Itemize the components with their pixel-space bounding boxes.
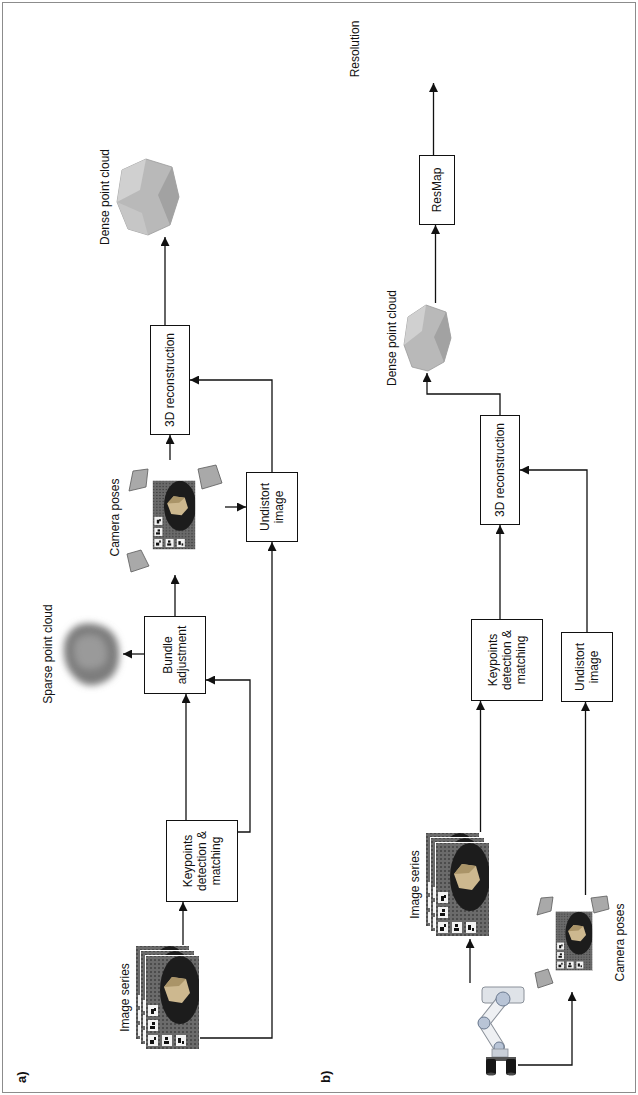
camera-poses-figure [127,550,149,572]
robot-arm [506,1059,516,1075]
dense-cloud [404,305,451,371]
process-box: 3D reconstruction [150,325,190,435]
arrow-connector [225,506,246,507]
panel-label: a) [14,1071,29,1083]
dense-cloud [404,305,451,371]
robot-arm [478,1017,490,1029]
camera-poses-figure [127,465,222,572]
dense-cloud [158,167,179,225]
figure-node: Image series [425,832,490,937]
arrow-connector [433,83,434,155]
dense-cloud [404,305,426,345]
image-stack [425,832,490,937]
arrow-connector [435,225,436,303]
box-label: Undistort image [258,478,286,536]
box-label: 3D reconstruction [163,333,177,427]
camera-poses-figure [152,480,196,550]
figure-node: Sparse point cloud [58,618,123,690]
process-box: Undistort image [246,472,298,542]
arrow-connector [206,680,250,832]
sparse-cloud [64,623,119,685]
camera-poses-figure [198,465,222,489]
figure-node: Image series [135,945,200,1050]
figure-label: Image series [118,963,132,1032]
figure-node: Dense point cloud [115,157,180,237]
robot-arm [492,1049,508,1057]
figure-node: Camera poses [535,895,610,990]
camera-poses-figure [591,896,609,913]
box-label: 3D reconstruction [493,423,507,517]
robot-arm [487,1073,495,1076]
process-box: Keypoints detection & matching [471,619,543,701]
box-label: Keypoints detection & matching [486,625,528,695]
figure-label: Dense point cloud [385,290,399,386]
image-stack [435,842,490,937]
arrow-connector [427,373,500,415]
process-box: Bundle adjustment [144,616,206,694]
arrow-connector [585,702,586,895]
robot-arm [496,992,510,1006]
panel-label: b) [318,1071,333,1083]
robot-leader-arrows [469,939,470,983]
figure-label: Resolution [348,21,362,78]
figure-label: Camera poses [108,478,122,556]
process-box: Undistort image [561,632,613,702]
figure-node: Resolution [348,15,448,83]
arrow-connector [123,653,144,654]
dense-cloud [117,159,146,202]
camera-poses-figure [535,969,553,988]
figure-label: Image series [408,850,422,919]
arrow-connector [174,575,175,616]
dense-cloud [117,159,179,235]
sparse-cloud [64,623,119,685]
arrow-connector [520,470,587,632]
arrow-connector [200,542,272,1038]
robot-arm [486,1059,496,1075]
camera-poses-figure [129,469,148,491]
process-box: 3D reconstruction [480,415,520,525]
box-label: Undistort image [573,638,601,696]
figure-label: Camera poses [613,903,627,981]
camera-poses-figure [537,897,553,915]
camera-poses-figure [535,896,609,988]
arrow-connector [499,525,500,619]
figure-label: Sparse point cloud [41,604,55,703]
arrow-connector [480,701,481,832]
figure-node: Camera poses [125,460,225,575]
robot-arm [507,1073,515,1076]
arrow-connector [164,237,165,325]
box-label: ResMap [430,168,444,213]
figure-node: Dense point cloud [402,303,452,373]
image-stack [135,945,200,1050]
sparse-cloud [74,635,107,670]
robot-arm [478,987,524,1076]
dense-cloud [434,312,451,362]
process-box: Keypoints detection & matching [166,820,238,902]
robot-leader-arrows [518,992,572,1065]
dense-cloud [117,202,148,235]
image-stack [145,955,200,1050]
figure-label: Dense point cloud [98,149,112,245]
arrow-connector [190,380,272,472]
arrow-connector [182,902,183,945]
arrow-connector [185,694,186,820]
arrow-connector [169,435,170,460]
dense-cloud [117,159,179,235]
box-label: Bundle adjustment [161,622,189,688]
camera-poses-figure [555,911,593,971]
box-label: Keypoints detection & matching [181,826,223,896]
process-box: ResMap [419,155,455,225]
